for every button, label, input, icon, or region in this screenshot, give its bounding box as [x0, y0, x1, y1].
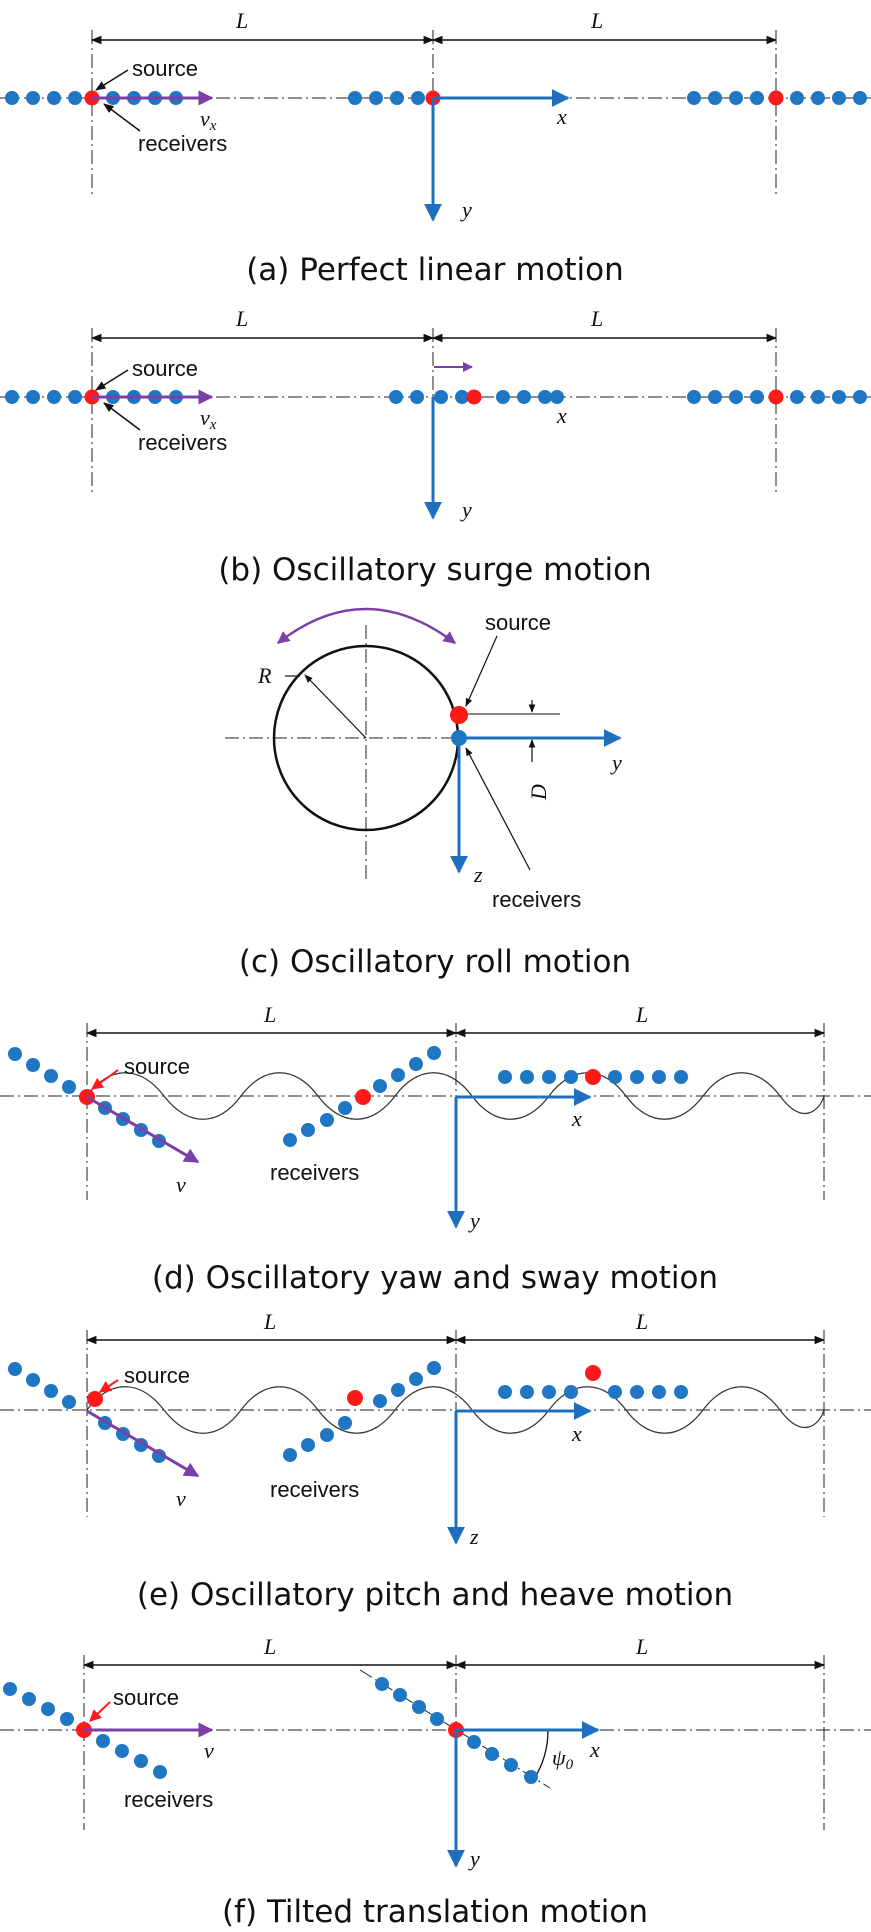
dim-label-L: L [590, 8, 603, 33]
receivers-label: receivers [138, 131, 227, 156]
receivers-label: receivers [138, 430, 227, 455]
source-marker [87, 1365, 601, 1407]
receivers-label: receivers [270, 1160, 359, 1185]
y-axis-label: y [468, 1208, 480, 1233]
radius-line [304, 674, 367, 739]
y-axis-label: y [460, 497, 472, 522]
source-label: source [485, 610, 551, 635]
tilt-line [359, 1669, 551, 1789]
offset-label: D [526, 784, 551, 801]
velocity-arrow [86, 1095, 200, 1164]
receiver-array [3, 1677, 538, 1784]
velocity-subscript: x [209, 118, 217, 134]
y-axis-label: y [460, 197, 472, 222]
svg-text:vx: vx [200, 106, 217, 134]
dim-label-L: L [263, 1309, 276, 1334]
panel-caption: (c) Oscillatory roll motion [239, 944, 631, 980]
receiver-array [8, 1361, 688, 1463]
dim-label-L: L [635, 1634, 648, 1659]
velocity-label: v [200, 405, 210, 430]
y-axis-label: y [610, 750, 622, 775]
dim-label-L: L [635, 1002, 648, 1027]
x-axis-label: x [589, 1737, 600, 1762]
velocity-arrow [86, 1409, 200, 1478]
receiver-marker [451, 730, 467, 746]
source-label: source [124, 1363, 190, 1388]
velocity-label: v [176, 1172, 186, 1197]
x-axis-label: x [571, 1421, 582, 1446]
panel-caption: (a) Perfect linear motion [246, 252, 624, 288]
dim-label-L: L [235, 306, 248, 331]
receivers-label: receivers [124, 1787, 213, 1812]
dim-label-L: L [263, 1002, 276, 1027]
source-label: source [124, 1054, 190, 1079]
panel-d: L L v x y source receivers (d) Oscillato… [0, 1002, 871, 1296]
receivers-label: receivers [492, 887, 581, 912]
dim-label-L: L [235, 8, 248, 33]
radius-label: R [257, 663, 272, 688]
panel-a: L L vx x y source receivers (a) Perfect … [0, 8, 871, 288]
receiver-array [8, 1046, 688, 1148]
panel-f: L L v x y ψ0 source receivers (f) Tilted… [0, 1634, 871, 1930]
source-marker [84, 389, 784, 405]
source-marker [450, 706, 468, 724]
svg-text:ψ0: ψ0 [552, 1745, 574, 1773]
velocity-label: v [204, 1738, 214, 1763]
tilt-angle-label: ψ [552, 1745, 566, 1770]
panel-e: L L v x z source receivers (e) Oscillato… [0, 1309, 871, 1613]
z-axis-label: z [473, 862, 483, 887]
x-axis-label: x [556, 403, 567, 428]
velocity-label: v [200, 106, 210, 131]
source-label: source [132, 356, 198, 381]
svg-text:vx: vx [200, 405, 217, 433]
panel-c: R D y z source receivers (c) Oscillatory… [225, 607, 631, 980]
x-axis-label: x [556, 104, 567, 129]
velocity-label: v [176, 1486, 186, 1511]
y-axis-label: y [468, 1846, 480, 1871]
tilt-angle-subscript: 0 [566, 1757, 574, 1773]
panel-caption: (f) Tilted translation motion [222, 1894, 648, 1930]
panel-caption: (d) Oscillatory yaw and sway motion [152, 1260, 718, 1296]
roll-arrow [277, 607, 456, 644]
dim-label-L: L [263, 1634, 276, 1659]
source-label: source [113, 1685, 179, 1710]
panel-caption: (b) Oscillatory surge motion [218, 552, 651, 588]
panel-caption: (e) Oscillatory pitch and heave motion [137, 1577, 733, 1613]
dim-label-L: L [635, 1309, 648, 1334]
source-label: source [132, 56, 198, 81]
velocity-subscript: x [209, 417, 217, 433]
x-axis-label: x [571, 1106, 582, 1131]
receiver-array [5, 390, 867, 404]
receivers-label: receivers [270, 1477, 359, 1502]
dim-label-L: L [590, 306, 603, 331]
tilt-angle-arc [533, 1730, 549, 1780]
z-axis-label: z [469, 1524, 479, 1549]
panel-b: L L vx x y source receivers (b) Oscillat… [0, 306, 871, 588]
